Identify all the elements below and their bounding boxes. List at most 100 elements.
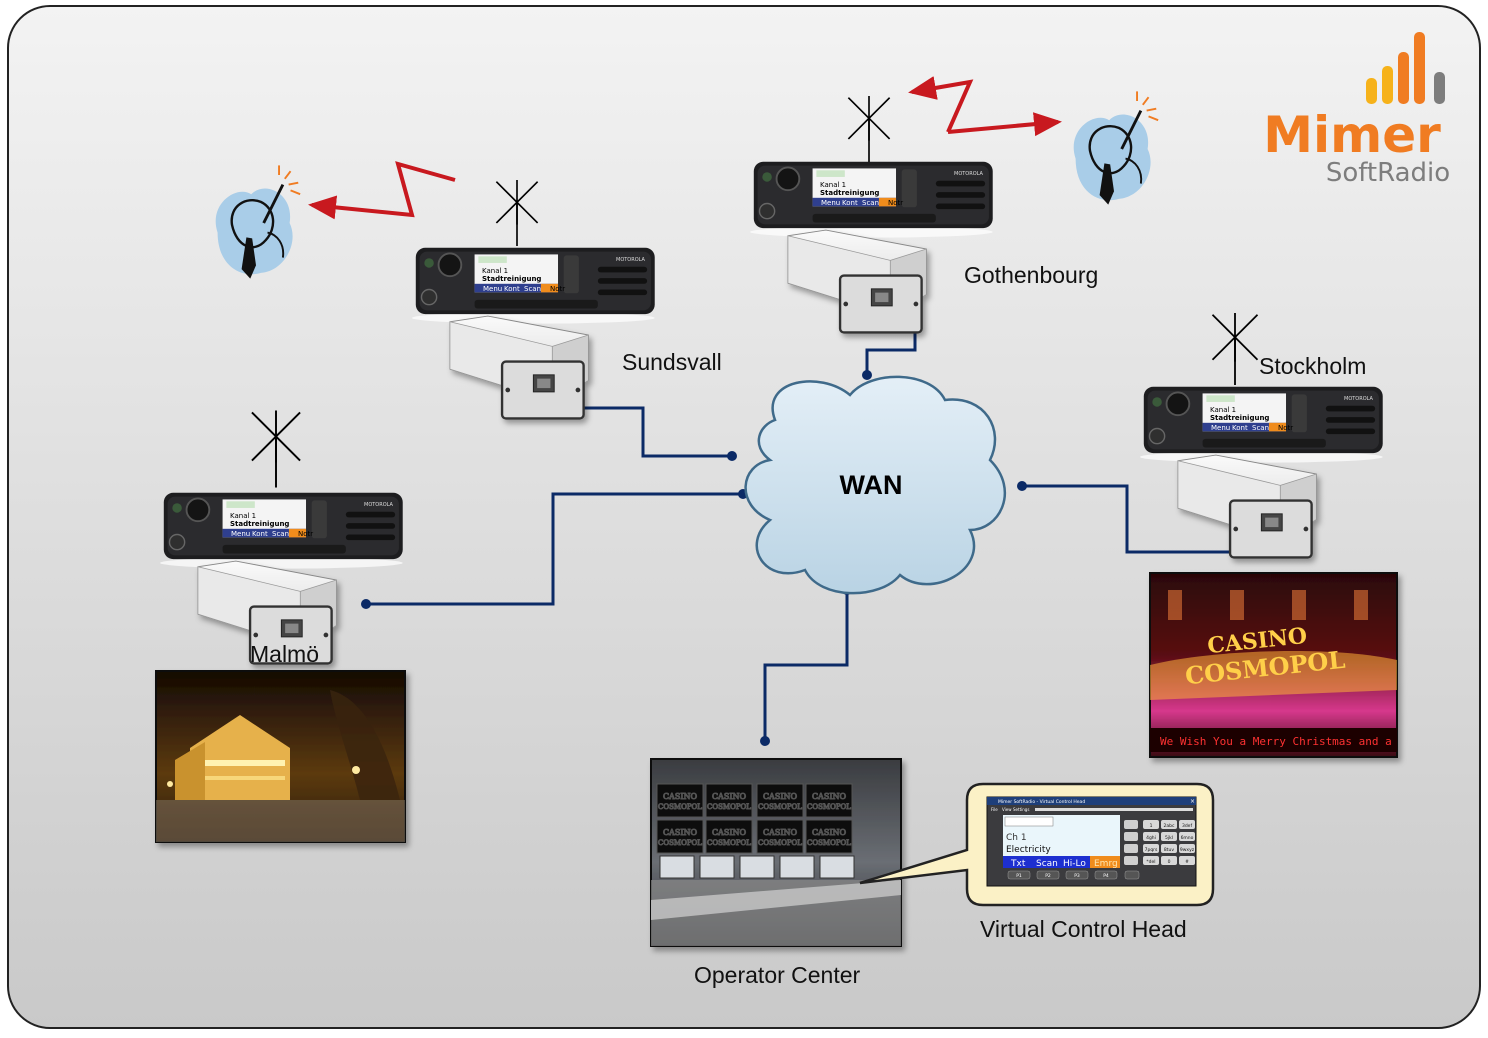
signal-bars-icon — [1366, 32, 1445, 104]
label-virtual-control-head: Virtual Control Head — [980, 916, 1187, 942]
vch-softkey-txt[interactable]: Txt — [1010, 859, 1026, 869]
vch-close-icon[interactable]: × — [1190, 798, 1195, 805]
radio-unit-gothenbourg: Kanal 1 Stadtreinigung Menu Kont Scan No… — [750, 162, 993, 333]
wall-screen — [805, 783, 853, 818]
wan-label: WAN — [840, 470, 903, 500]
photo-operator-center: CASINOCOSMOPOLCASINOCOSMOPOLCASINOCOSMOP… — [650, 758, 902, 947]
radio-brand: MOTOROLA — [364, 502, 394, 508]
vch-softkey-hi-lo[interactable]: Hi-Lo — [1063, 859, 1086, 869]
photo-malmo — [155, 670, 406, 843]
radio-softkey-notr: Notr — [1278, 424, 1293, 432]
radio-unit-stockholm: Kanal 1 Stadtreinigung Menu Kont Scan No… — [1140, 387, 1383, 558]
radio-softkey-notr: Notr — [298, 530, 313, 538]
vch-display-line2: Electricity — [1006, 845, 1051, 855]
vch-keypad-key[interactable]: 0 — [1161, 856, 1177, 865]
vch-keypad-key[interactable]: 8tuv — [1161, 844, 1177, 853]
radio-softkey-scan: Scan — [862, 199, 879, 207]
svg-text:P3: P3 — [1074, 873, 1080, 879]
vch-softkey-scan[interactable]: Scan — [1036, 859, 1058, 869]
brand-name: Mimer — [1263, 106, 1441, 164]
svg-text:8tuv: 8tuv — [1164, 847, 1174, 853]
radio-display-line2: Stadtreinigung — [482, 275, 541, 283]
svg-text:P4: P4 — [1103, 873, 1109, 879]
mimer-softradio-logo: Mimer SoftRadio — [1263, 32, 1450, 188]
vch-p-button[interactable]: P3 — [1065, 870, 1089, 880]
link-stockholm — [1022, 484, 1256, 554]
vch-keypad-key[interactable]: 6mno — [1179, 832, 1195, 841]
casino-ticker: We Wish You a Merry Christmas and a — [1160, 735, 1392, 748]
network-links — [366, 327, 1256, 741]
wall-screen-line2: COSMOPOL — [807, 803, 851, 811]
link-operator-center — [763, 590, 849, 741]
radio-brand: MOTOROLA — [1344, 396, 1374, 402]
wall-screen — [756, 819, 804, 854]
vch-keypad-key[interactable]: *del — [1143, 856, 1159, 865]
virtual-control-head-window: Mimer SoftRadio - Virtual Control Head ×… — [986, 796, 1197, 887]
vch-p-button[interactable]: P4 — [1094, 870, 1118, 880]
svg-text:6mno: 6mno — [1181, 835, 1194, 841]
radio-display-line1: Kanal 1 — [482, 267, 508, 275]
vch-menu-file[interactable]: File — [991, 807, 998, 812]
radio-softkey-menu: Menu — [1211, 424, 1230, 432]
label-gothenbourg: Gothenbourg — [964, 262, 1098, 288]
vch-menu-settings[interactable]: Settings — [1013, 807, 1029, 812]
wall-screen-line1: CASINO — [812, 828, 847, 837]
radio-softkey-kont: Kont — [504, 285, 520, 293]
wall-screen-line2: COSMOPOL — [658, 839, 702, 847]
vch-keypad-key[interactable]: 1 — [1143, 820, 1159, 829]
wall-screen-line1: CASINO — [663, 828, 698, 837]
vch-p-button[interactable]: P2 — [1036, 870, 1060, 880]
svg-text:2abc: 2abc — [1164, 823, 1175, 829]
wall-screen-line1: CASINO — [712, 828, 747, 837]
wan-cloud: WAN — [744, 375, 1007, 595]
link-malmo — [366, 492, 743, 606]
vch-keypad-key[interactable]: # — [1179, 856, 1195, 865]
radio-wave-right — [908, 76, 1062, 137]
link-sundsvall — [554, 406, 732, 458]
vch-keypad-key[interactable]: 5jkl — [1161, 832, 1177, 841]
vch-display-line1: Ch 1 — [1006, 833, 1027, 843]
vch-keypad-key[interactable]: 3def — [1179, 820, 1195, 829]
desk-monitor — [779, 855, 815, 879]
vch-menu-view[interactable]: View — [1002, 807, 1012, 812]
vch-p-button[interactable]: P1 — [1007, 870, 1031, 880]
radio-softkey-kont: Kont — [842, 199, 858, 207]
label-sundsvall: Sundsvall — [622, 349, 722, 375]
wall-screen-line1: CASINO — [812, 792, 847, 801]
vch-arrow-key[interactable] — [1124, 820, 1138, 829]
wall-screen — [656, 783, 704, 818]
radio-wave-left — [308, 161, 456, 220]
desk-monitor — [819, 855, 855, 879]
label-operator-center: Operator Center — [694, 962, 861, 988]
vch-arrow-key[interactable] — [1124, 856, 1138, 865]
vch-keypad-key[interactable]: 4ghi — [1143, 832, 1159, 841]
svg-text:5jkl: 5jkl — [1165, 835, 1173, 841]
wall-screen — [756, 783, 804, 818]
wall-screen-line1: CASINO — [712, 792, 747, 801]
link-gothenbourg — [865, 327, 917, 375]
radio-softkey-menu: Menu — [483, 285, 502, 293]
vch-back-button[interactable] — [1124, 870, 1140, 880]
vch-softkey-emrg[interactable]: Emrg — [1094, 859, 1118, 869]
wall-screen — [805, 819, 853, 854]
radio-unit-malmo: Kanal 1 Stadtreinigung Menu Kont Scan No… — [160, 493, 403, 664]
wall-screen — [705, 819, 753, 854]
wall-screen-line1: CASINO — [763, 792, 798, 801]
radio-unit-sundsvall: Kanal 1 Stadtreinigung Menu Kont Scan No… — [412, 248, 655, 419]
svg-text:7pqrs: 7pqrs — [1145, 847, 1158, 853]
vch-keypad-key[interactable]: 2abc — [1161, 820, 1177, 829]
radio-brand: MOTOROLA — [954, 171, 984, 177]
vch-title: Mimer SoftRadio - Virtual Control Head — [998, 799, 1085, 805]
radio-brand: MOTOROLA — [616, 257, 646, 263]
radio-display-line1: Kanal 1 — [1210, 406, 1236, 414]
radio-display-line1: Kanal 1 — [820, 181, 846, 189]
vch-keypad-key[interactable]: 9wxyz — [1179, 844, 1195, 853]
radio-softkey-scan: Scan — [1252, 424, 1269, 432]
vch-arrow-key[interactable] — [1124, 832, 1138, 841]
svg-text:0: 0 — [1168, 859, 1171, 865]
vch-arrow-key[interactable] — [1124, 844, 1138, 853]
vch-keypad-key[interactable]: 7pqrs — [1143, 844, 1159, 853]
svg-text:*del: *del — [1146, 859, 1155, 865]
label-malmo: Malmö — [250, 641, 319, 667]
wall-screen-line1: CASINO — [663, 792, 698, 801]
